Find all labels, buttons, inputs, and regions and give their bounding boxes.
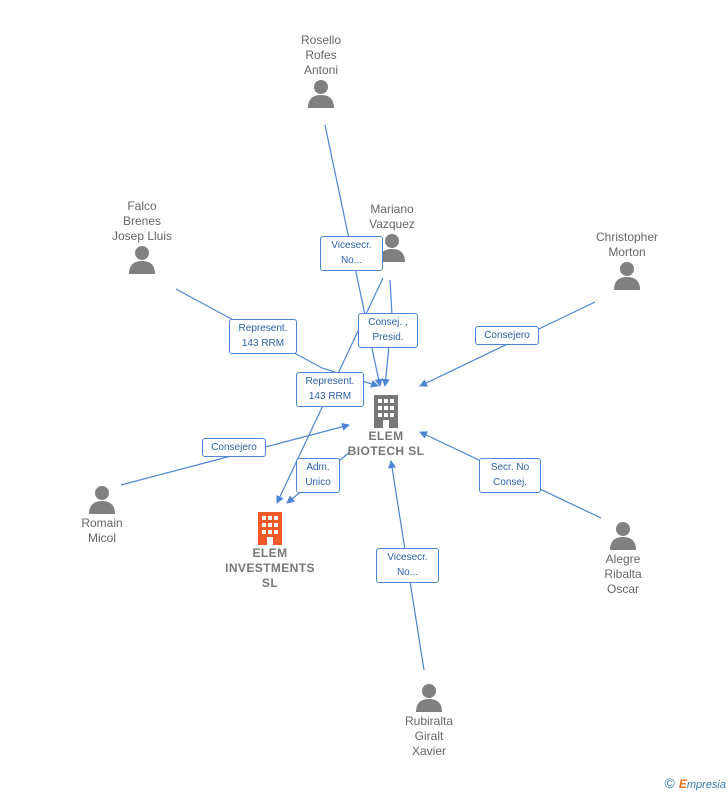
- empresia-brand[interactable]: ©Empresia: [665, 775, 726, 791]
- person-icon: [379, 234, 405, 262]
- person-alegre-ribalta-oscar[interactable]: Alegre Ribalta Oscar: [583, 520, 663, 597]
- company-elem-biotech-sl[interactable]: ELEM BIOTECH SL: [336, 393, 436, 459]
- copyright-icon: ©: [664, 775, 675, 791]
- person-name: Rubiralta Giralt Xavier: [404, 714, 454, 758]
- edge-label-mariano-investments[interactable]: Represent. 143 RRM: [296, 372, 364, 407]
- person-romain-micol[interactable]: Romain Micol: [62, 484, 142, 546]
- person-name: Alegre Ribalta Oscar: [604, 552, 642, 596]
- edge-label-mariano[interactable]: Consej. , Presid.: [358, 313, 418, 348]
- edge-label-romain[interactable]: Consejero: [202, 438, 266, 457]
- person-name: Falco Brenes Josep Lluis: [111, 199, 173, 243]
- person-christopher-morton[interactable]: Christopher Morton: [582, 230, 672, 292]
- person-name: Mariano Vazquez: [369, 202, 415, 231]
- company-elem-investments-sl[interactable]: ELEM INVESTMENTS SL: [214, 510, 326, 591]
- person-icon: [129, 246, 155, 274]
- edge-label-falco[interactable]: Represent. 143 RRM: [229, 319, 297, 354]
- company-name: ELEM INVESTMENTS SL: [225, 546, 315, 590]
- person-icon: [416, 684, 442, 712]
- person-icon: [614, 262, 640, 290]
- person-name: Rosello Rofes Antoni: [300, 33, 342, 77]
- person-name: Romain Micol: [81, 516, 123, 545]
- edge-label-rubiralta[interactable]: Vicesecr. No...: [376, 548, 439, 583]
- person-icon: [89, 486, 115, 514]
- edge-label-rosello[interactable]: Vicesecr. No...: [320, 236, 383, 271]
- person-rosello-rofes-antoni[interactable]: Rosello Rofes Antoni: [281, 33, 361, 110]
- building-icon: [374, 395, 398, 428]
- person-icon: [308, 80, 334, 108]
- person-icon: [610, 522, 636, 550]
- edge-label-biotech-investments[interactable]: Adm. Unico: [296, 458, 340, 493]
- person-name: Christopher Morton: [595, 230, 659, 259]
- company-name: ELEM BIOTECH SL: [347, 429, 425, 458]
- edge-label-alegre[interactable]: Secr. No Consej.: [479, 458, 541, 493]
- brand-e-logo: E: [678, 777, 687, 791]
- edge-label-christopher[interactable]: Consejero: [475, 326, 539, 345]
- person-falco-brenes-josep-lluis[interactable]: Falco Brenes Josep Lluis: [97, 199, 187, 276]
- person-rubiralta-giralt-xavier[interactable]: Rubiralta Giralt Xavier: [387, 682, 471, 759]
- brand-text: mpresia: [686, 779, 726, 791]
- building-icon: [258, 512, 282, 545]
- person-mariano-vazquez[interactable]: Mariano Vazquez: [352, 202, 432, 264]
